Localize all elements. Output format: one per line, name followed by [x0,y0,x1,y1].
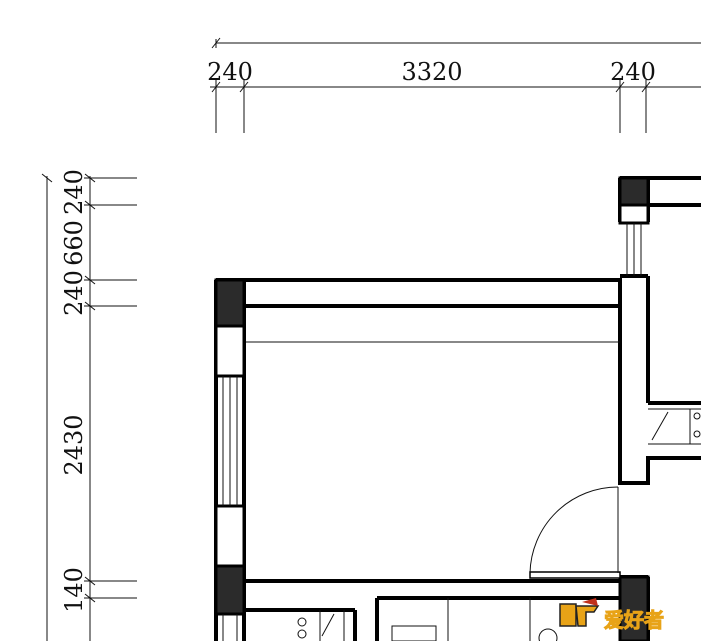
dim-left-4: 2430 [60,414,88,475]
bathroom-fixtures [297,610,558,641]
watermark-logo: 爱好者 [559,598,665,633]
column-top-left [214,278,246,328]
window-frame-right [618,203,650,225]
windows [214,203,650,641]
kitchen-fixtures [648,408,701,445]
columns [214,176,650,641]
top-dimension-chain: 240 3320 240 [207,37,701,133]
door-leaf [529,571,621,579]
door-swing-arc [529,486,619,574]
left-dimension-chain: 240 660 240 2430 140 [41,169,137,641]
dim-top-2: 3320 [401,58,462,86]
column-top-right [618,176,650,207]
dim-left-5: 140 [60,567,88,613]
dim-left-2: 660 [60,220,88,266]
dim-left-1: 240 [60,169,88,215]
dim-top-1: 240 [207,58,253,86]
logo-text: 爱好者 [604,608,664,632]
logo-mark [559,603,577,627]
wall-upper-outline [216,278,701,485]
column-bottom-left [214,564,246,616]
window-frame-lower [214,504,246,568]
walls [214,176,701,641]
door [529,486,621,579]
column-bottom-right [618,575,650,641]
window-frame-upper [214,324,246,378]
dim-top-3: 240 [610,58,656,86]
dim-left-3: 240 [60,270,88,316]
